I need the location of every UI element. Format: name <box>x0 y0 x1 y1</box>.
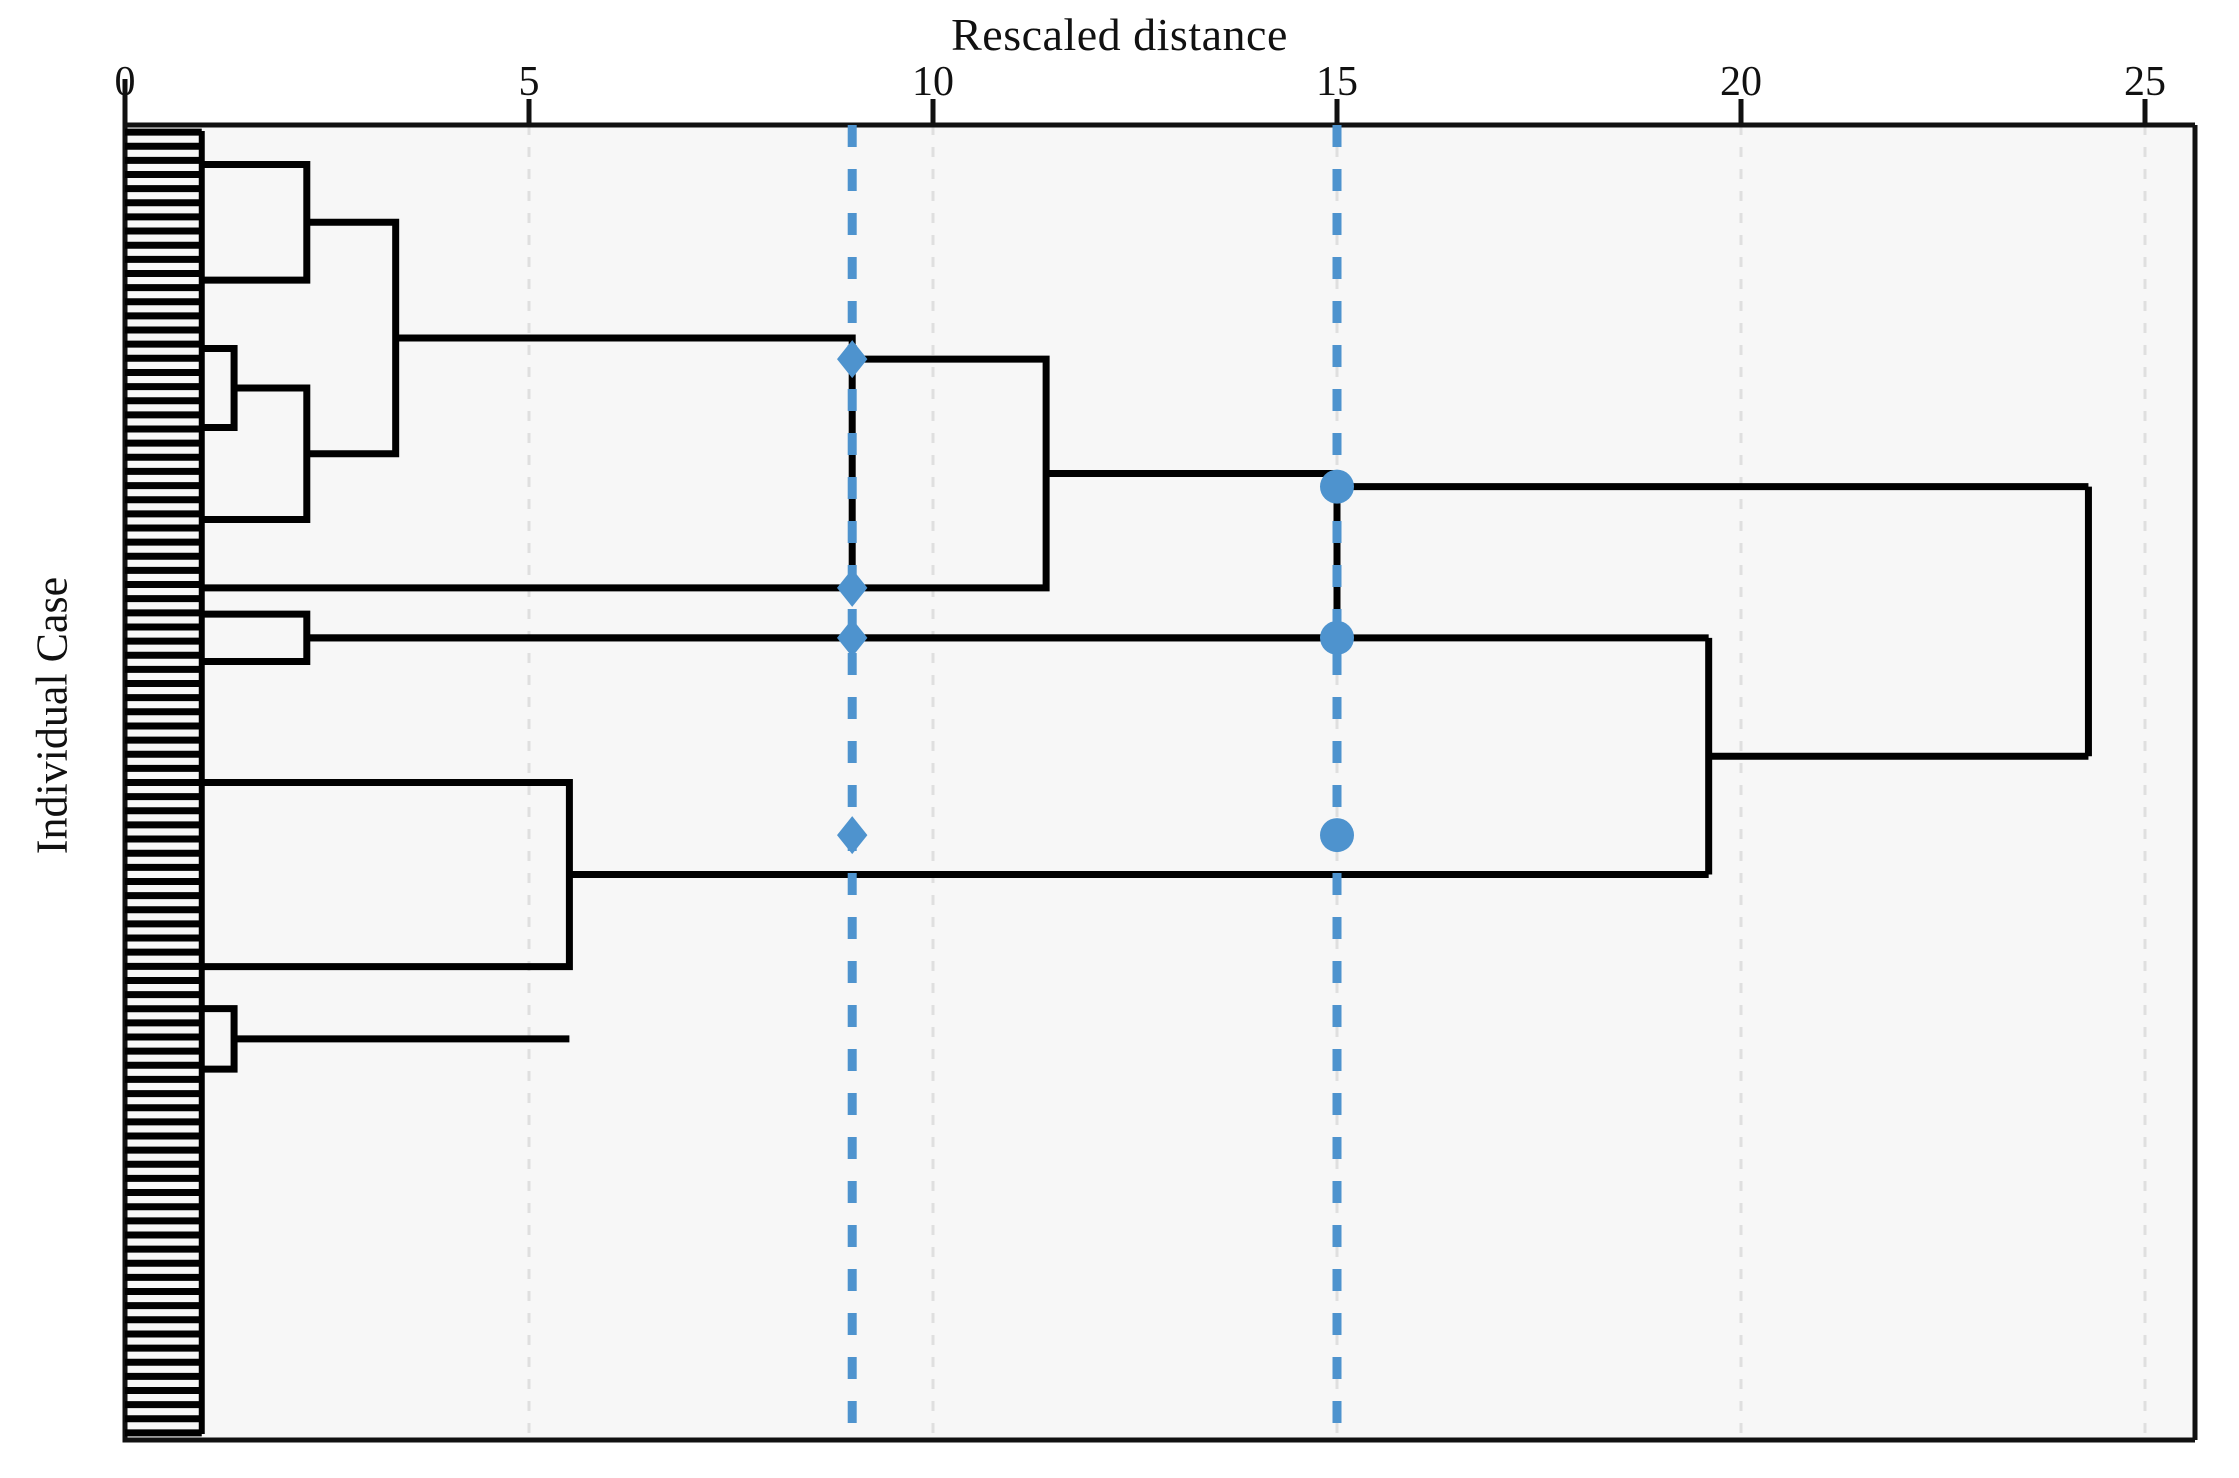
link-M <box>306 469 1341 642</box>
x-tick-label-5: 5 <box>518 59 540 105</box>
cut-marker-diamond-2[interactable] <box>837 618 868 657</box>
leaf-tick-group <box>125 128 202 1437</box>
x-tick-label-10: 10 <box>912 59 954 105</box>
plot-border <box>122 79 2198 1443</box>
x-axis-tick-labels: 0 5 10 15 20 25 <box>0 58 2239 118</box>
cut-marker-circle-6[interactable] <box>1320 818 1354 853</box>
cut-marker-diamond-3[interactable] <box>837 816 868 855</box>
cut-marker-circle-4[interactable] <box>1320 469 1354 504</box>
x-tick-label-20: 20 <box>1720 59 1762 105</box>
cut-marker-diamond-1[interactable] <box>837 568 868 607</box>
link-E <box>201 334 856 592</box>
cut-marker-circle-5[interactable] <box>1320 620 1354 655</box>
x-tick-label-25: 25 <box>2124 59 2166 105</box>
x-tick-label-15: 15 <box>1316 59 1358 105</box>
chart-title: Rescaled distance <box>951 9 1288 60</box>
cut-marker-diamond-0[interactable] <box>837 340 868 379</box>
